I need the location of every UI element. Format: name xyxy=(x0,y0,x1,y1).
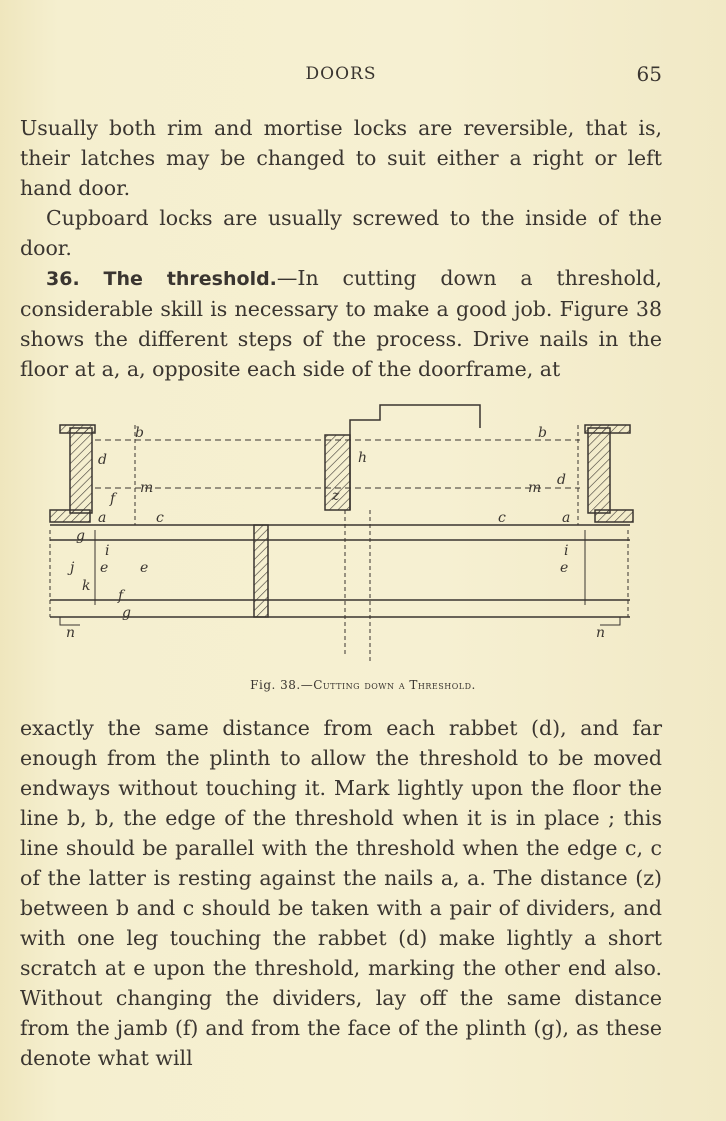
paragraph-threshold: 36. The threshold.—In cutting down a thr… xyxy=(20,263,662,384)
section-text: —In cutting down a threshold, considerab… xyxy=(20,266,662,381)
label-b-right: b xyxy=(538,425,547,441)
label-b-left: b xyxy=(135,425,144,441)
caption-title: Cutting down a Threshold. xyxy=(313,678,476,692)
caption-prefix: Fig. 38.— xyxy=(250,678,314,692)
paragraph-locks: Usually both rim and mortise locks are r… xyxy=(20,116,662,200)
label-e-left: e xyxy=(100,560,108,576)
center-post xyxy=(324,434,351,511)
label-a-left: a xyxy=(98,510,106,526)
text-block-top: Usually both rim and mortise locks are r… xyxy=(20,113,662,384)
right-plinth xyxy=(594,509,634,523)
label-e-mid: e xyxy=(140,560,148,576)
label-k: k xyxy=(82,578,90,594)
label-f-low: f xyxy=(117,588,126,604)
running-title: DOORS xyxy=(305,64,377,84)
label-g-top: g xyxy=(76,528,85,544)
label-i-left: i xyxy=(105,543,109,559)
label-f: f xyxy=(109,491,118,507)
text-block-bottom: exactly the same distance from each rabb… xyxy=(20,713,662,1073)
label-m-left: m xyxy=(140,480,153,496)
label-n-left: n xyxy=(66,625,75,641)
label-c-right: c xyxy=(498,510,506,526)
label-z: z xyxy=(331,488,340,504)
threshold-section xyxy=(253,524,269,618)
label-i-right: i xyxy=(564,543,568,559)
threshold-figure: b b d d m m f a a c c g h z i i j e e e … xyxy=(49,404,634,662)
left-plinth xyxy=(49,509,91,523)
label-j: j xyxy=(67,560,75,576)
page-number: 65 xyxy=(636,62,662,86)
paragraph-cupboard: Cupboard locks are usually screwed to th… xyxy=(20,206,662,260)
label-m-right: m xyxy=(528,480,541,496)
right-jamb xyxy=(587,427,611,514)
running-head: DOORS 65 xyxy=(20,62,662,90)
label-g-bottom: g xyxy=(122,605,131,621)
paragraph-continued: exactly the same distance from each rabb… xyxy=(20,716,662,1070)
label-a-right: a xyxy=(562,510,570,526)
section-heading: 36. The threshold. xyxy=(46,268,277,290)
label-d-left: d xyxy=(98,452,107,468)
label-n-right: n xyxy=(596,625,605,641)
label-e-right: e xyxy=(560,560,568,576)
label-d-right: d xyxy=(557,472,566,488)
left-jamb xyxy=(69,427,93,514)
label-c-left: c xyxy=(156,510,164,526)
figure-caption: Fig. 38.—Cutting down a Threshold. xyxy=(0,678,726,692)
label-h: h xyxy=(358,450,367,466)
